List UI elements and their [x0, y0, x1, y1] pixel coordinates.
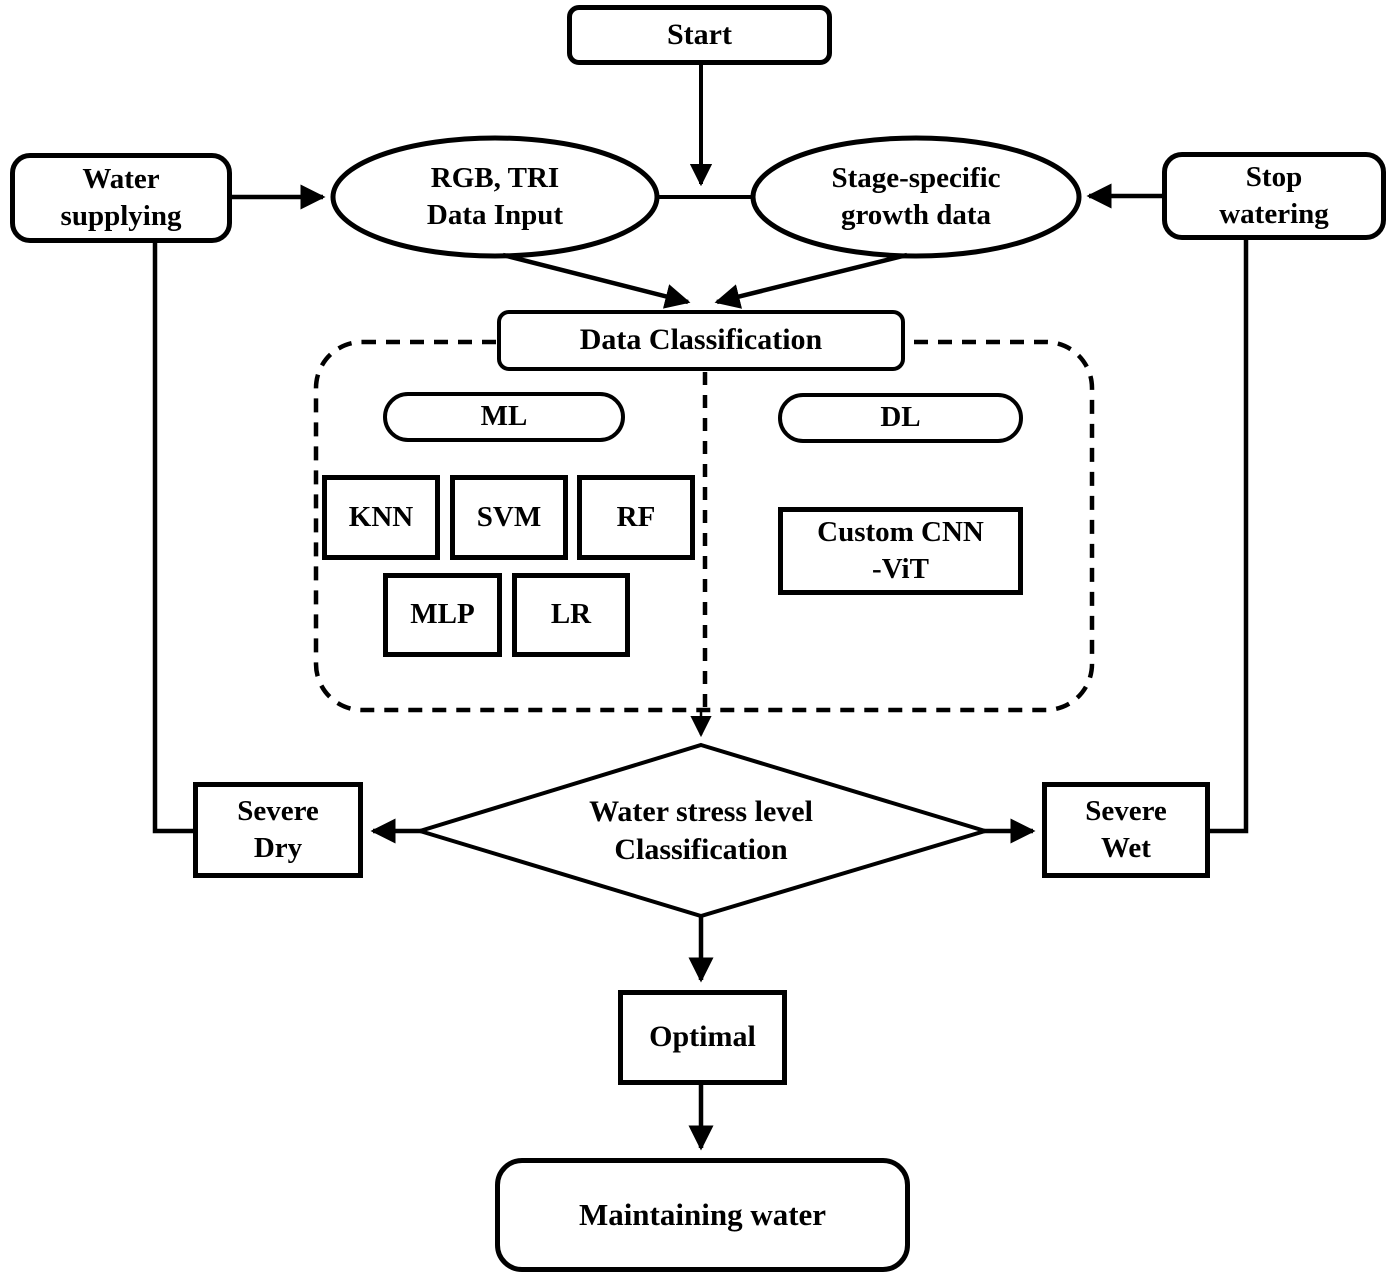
- node-optimal: Optimal: [618, 990, 787, 1085]
- label-stage-growth: Stage-specific growth data: [831, 161, 1001, 231]
- line-watersupplying-to-severedry: [152, 243, 193, 834]
- node-severe-dry: Severe Dry: [193, 782, 363, 878]
- ellipse-stage-growth: [750, 135, 1082, 259]
- node-start: Start: [567, 5, 832, 65]
- node-maintaining-water: Maintaining water: [495, 1158, 910, 1272]
- arrow-input-to-classification: [502, 252, 691, 309]
- label-water-stress-decision: Water stress level Classification: [589, 794, 813, 866]
- label-rgb-tri-input: RGB, TRI Data Input: [426, 161, 564, 231]
- node-water-supplying: Water supplying: [10, 153, 232, 243]
- arrow-growth-to-classification: [714, 252, 908, 309]
- node-knn: KNN: [322, 475, 440, 560]
- node-ml-group: ML: [383, 392, 625, 442]
- node-svm: SVM: [450, 475, 568, 560]
- node-dl-group: DL: [778, 393, 1023, 443]
- node-lr: LR: [512, 573, 630, 657]
- node-data-classification: Data Classification: [497, 310, 905, 371]
- node-mlp: MLP: [383, 573, 502, 657]
- node-severe-wet: Severe Wet: [1042, 782, 1210, 878]
- node-custom-cnn-vit: Custom CNN -ViT: [778, 507, 1023, 595]
- line-stopwatering-to-severewet: [1210, 240, 1249, 834]
- node-rf: RF: [577, 475, 695, 560]
- ellipse-rgb-tri-input: [330, 135, 660, 259]
- node-stop-watering: Stop watering: [1162, 152, 1386, 240]
